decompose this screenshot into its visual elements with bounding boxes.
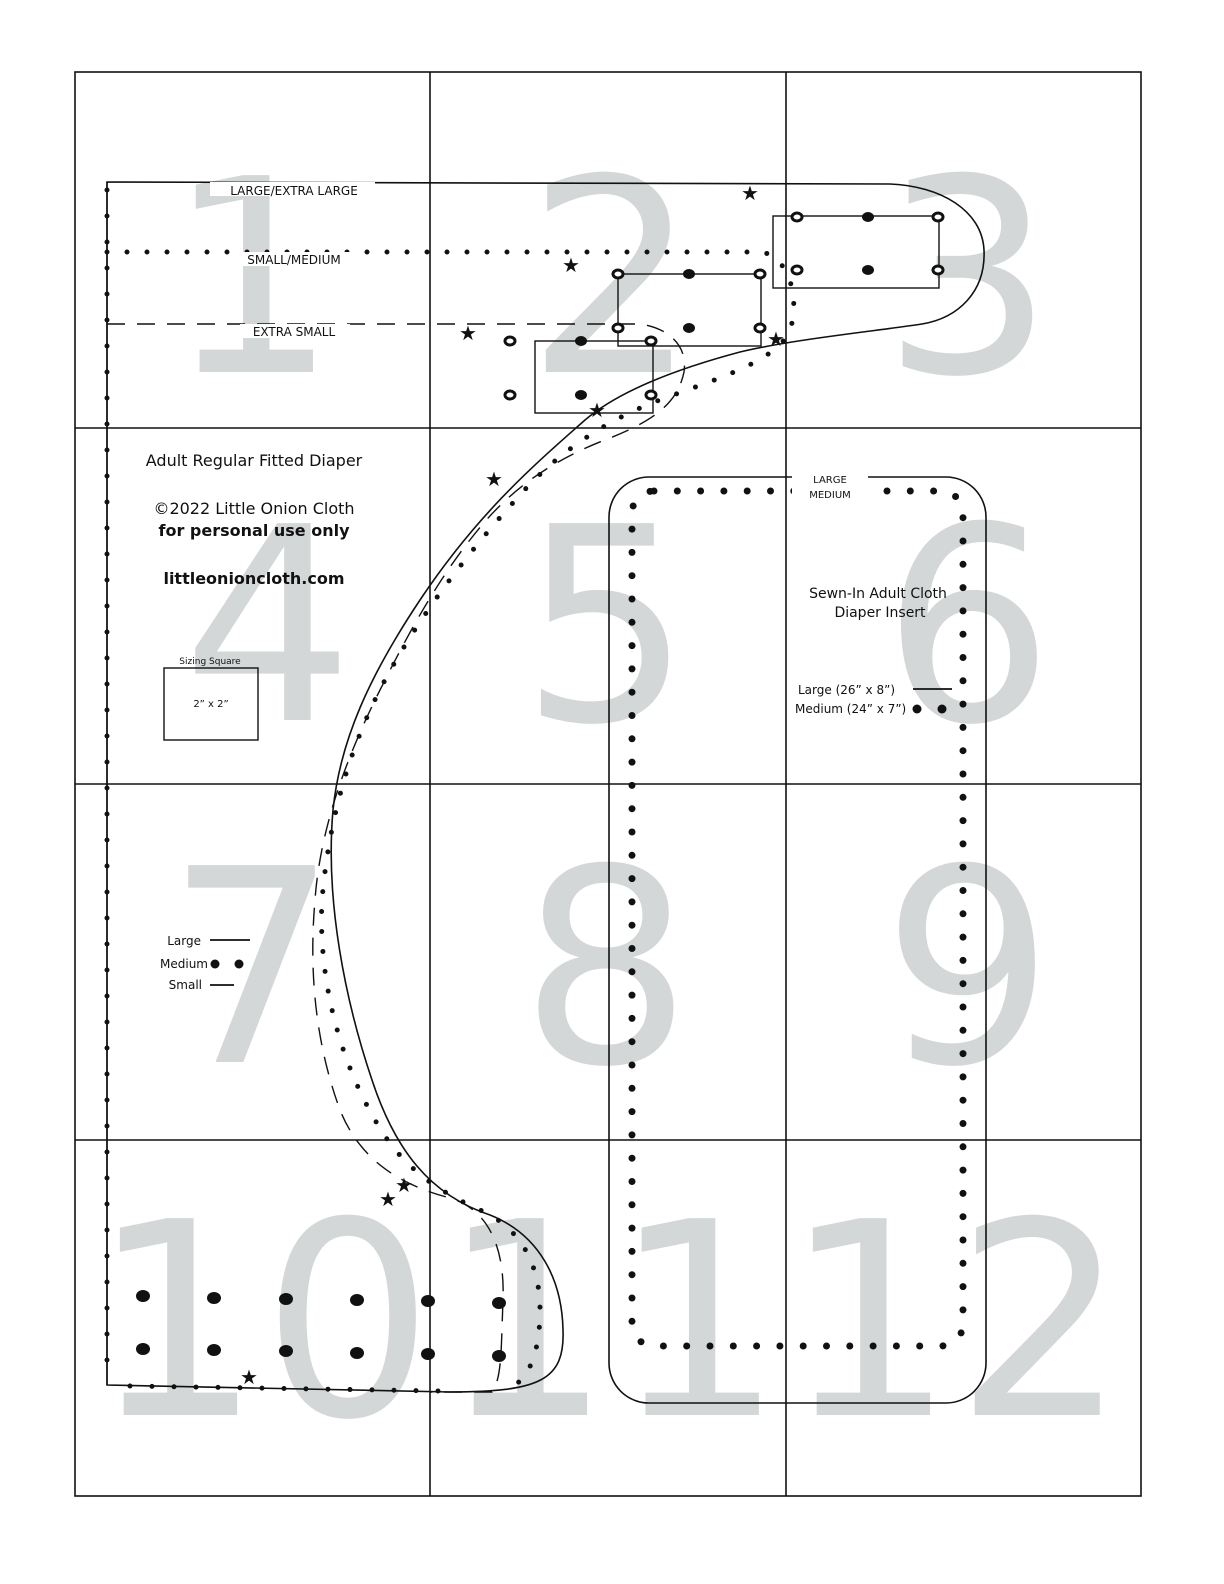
usage-text: for personal use only bbox=[159, 521, 351, 540]
snap-box-large bbox=[772, 215, 940, 289]
star-icon: ★ bbox=[741, 181, 759, 205]
diaper-outline-large bbox=[106, 181, 985, 1393]
bottom-edge-dots bbox=[127, 1383, 443, 1394]
insert-label-large: LARGE bbox=[813, 475, 847, 486]
tile-number-11: 11 bbox=[440, 1164, 784, 1479]
copyright-text: ©2022 Little Onion Cloth bbox=[153, 499, 354, 518]
tile-grid bbox=[74, 71, 1142, 1497]
diaper-outline-medium bbox=[104, 249, 797, 1388]
snap-ring bbox=[753, 268, 767, 280]
label-small-medium: SMALL/MEDIUM bbox=[247, 253, 340, 267]
snap-dot bbox=[683, 323, 695, 333]
legend-label-small: Small bbox=[169, 978, 202, 992]
tile-number-12: 12 bbox=[783, 1164, 1127, 1479]
insert-label-medium: MEDIUM bbox=[809, 490, 851, 501]
insert-legend-medium: Medium (24” x 7”) bbox=[795, 702, 906, 716]
snap-dot bbox=[207, 1344, 221, 1356]
legend-label-medium: Medium bbox=[160, 957, 208, 971]
diaper-pattern bbox=[104, 181, 985, 1394]
pattern-title: Adult Regular Fitted Diaper bbox=[146, 451, 363, 470]
snap-dot bbox=[575, 390, 587, 400]
snap-ring bbox=[611, 322, 625, 334]
snap-dot bbox=[492, 1350, 506, 1362]
snap-ring bbox=[503, 335, 517, 347]
insert-legend-swatch-dot bbox=[937, 704, 947, 714]
insert-legend-swatch-dot bbox=[912, 704, 922, 714]
legend-label-large: Large bbox=[167, 934, 201, 948]
tile-number-10: 10 bbox=[90, 1164, 434, 1479]
star-icon: ★ bbox=[562, 253, 580, 277]
tile-numbers: 1 2 3 4 5 6 7 8 9 10 11 12 bbox=[90, 121, 1127, 1479]
tile-number-3: 3 bbox=[882, 121, 1054, 436]
star-icon: ★ bbox=[485, 467, 503, 491]
diaper-legend: Large Medium Small bbox=[160, 934, 250, 992]
tile-number-4: 4 bbox=[182, 469, 354, 784]
snap-dot bbox=[683, 269, 695, 279]
tile-number-7: 7 bbox=[166, 811, 338, 1126]
snap-ring bbox=[790, 211, 804, 223]
snap-dot bbox=[421, 1295, 435, 1307]
insert-title-line2: Diaper Insert bbox=[834, 605, 926, 621]
label-extra-small: EXTRA SMALL bbox=[253, 325, 336, 339]
snap-dot bbox=[421, 1348, 435, 1360]
star-icon: ★ bbox=[240, 1365, 258, 1389]
snap-dot bbox=[207, 1292, 221, 1304]
tile-number-2: 2 bbox=[526, 121, 698, 436]
label-large-xl: LARGE/EXTRA LARGE bbox=[230, 184, 358, 198]
website-text: littleonioncloth.com bbox=[163, 569, 344, 588]
snap-ring bbox=[790, 264, 804, 276]
snap-dot bbox=[136, 1343, 150, 1355]
sizing-square-box bbox=[163, 667, 259, 741]
snap-ring bbox=[931, 211, 945, 223]
tile-number-8: 8 bbox=[520, 811, 692, 1126]
snap-dot bbox=[492, 1297, 506, 1309]
snap-dot bbox=[136, 1290, 150, 1302]
tile-number-5: 5 bbox=[520, 469, 692, 784]
legend-swatch-dot bbox=[210, 959, 220, 969]
snap-dot bbox=[575, 336, 587, 346]
snap-dot bbox=[279, 1345, 293, 1357]
sizing-square: Sizing Square 2” x 2” bbox=[163, 657, 259, 741]
sizing-square-caption: Sizing Square bbox=[179, 657, 241, 667]
snap-ring bbox=[611, 268, 625, 280]
snap-dot bbox=[350, 1347, 364, 1359]
snap-ring bbox=[644, 335, 658, 347]
insert-legend-large: Large (26” x 8”) bbox=[798, 683, 895, 697]
snap-ring bbox=[503, 389, 517, 401]
snap-ring bbox=[644, 389, 658, 401]
legend-swatch-dot bbox=[234, 959, 244, 969]
star-icon: ★ bbox=[379, 1187, 397, 1211]
size-labels: LARGE/EXTRA LARGE SMALL/MEDIUM EXTRA SMA… bbox=[210, 182, 375, 339]
snap-dot bbox=[279, 1293, 293, 1305]
snap-markers bbox=[136, 211, 945, 1362]
sizing-square-dimensions: 2” x 2” bbox=[193, 699, 228, 710]
snap-ring bbox=[753, 322, 767, 334]
insert-title-line1: Sewn-In Adult Cloth bbox=[809, 586, 947, 602]
tile-number-6: 6 bbox=[882, 469, 1054, 784]
star-icon: ★ bbox=[395, 1173, 413, 1197]
elastic-markers: ★ ★ ★ ★ ★ ★ ★ ★ ★ bbox=[240, 181, 785, 1389]
snap-dot bbox=[350, 1294, 364, 1306]
tile-number-9: 9 bbox=[882, 811, 1054, 1126]
star-icon: ★ bbox=[459, 321, 477, 345]
star-icon: ★ bbox=[767, 327, 785, 351]
snap-ring bbox=[931, 264, 945, 276]
insert-pattern: LARGE MEDIUM Sewn-In Adult Cloth Diaper … bbox=[608, 474, 987, 1404]
snap-box-small bbox=[534, 340, 654, 414]
diaper-outline-small bbox=[107, 323, 686, 1393]
title-block: Adult Regular Fitted Diaper ©2022 Little… bbox=[146, 451, 363, 588]
snap-dot bbox=[862, 265, 874, 275]
tile-number-1: 1 bbox=[166, 121, 338, 436]
star-icon: ★ bbox=[588, 398, 606, 422]
snap-dot bbox=[862, 212, 874, 222]
